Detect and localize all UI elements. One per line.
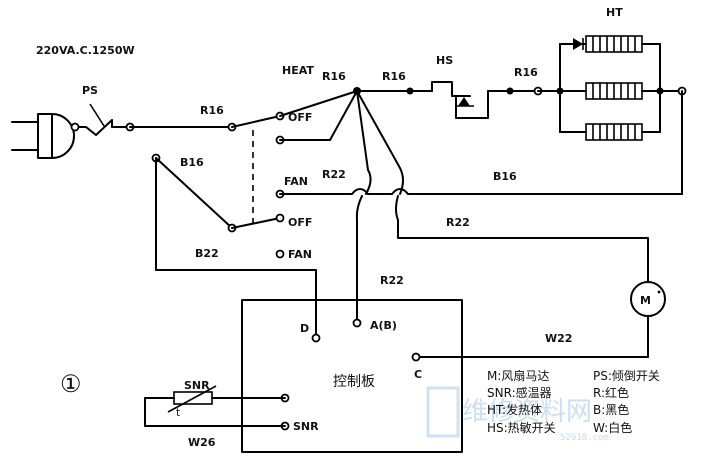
fan-motor: M: [630, 281, 666, 317]
legend-item: B:黑色: [593, 403, 629, 417]
legend-item: HT:发热体: [487, 402, 542, 417]
wire-label-r16-b: R16: [382, 70, 406, 83]
wire-label-b16-right: B16: [493, 170, 517, 183]
terminal-c-label: C: [414, 368, 422, 381]
legend-item: HS:热敏开关: [487, 420, 556, 435]
wire-label-r16-c: R16: [514, 66, 538, 79]
motor-label: M: [640, 294, 651, 307]
terminal-snr-label: SNR: [293, 420, 319, 433]
watermark-logo-icon: [426, 386, 460, 438]
switch-fan-bottom-label: FAN: [288, 248, 312, 261]
snr-label: SNR: [184, 379, 210, 392]
legend-item: SNR:感温器: [487, 385, 552, 400]
legend-item: W:白色: [593, 420, 632, 435]
control-board: [241, 299, 463, 453]
thermal-switch-hs: HS: [431, 54, 489, 119]
legend: M:风扇马达 SNR:感温器 HT:发热体 HS:热敏开关 PS:倾倒开关 R:…: [487, 368, 660, 435]
wire-label-r22-b: R22: [446, 216, 470, 229]
terminal-c: [411, 352, 421, 362]
ht-label: HT: [606, 6, 623, 19]
terminal-d-label: D: [300, 322, 309, 335]
wire-label-r22-a: R22: [322, 168, 346, 181]
heater-ht: HT: [556, 6, 664, 141]
switch-fan-top-label: FAN: [284, 175, 308, 188]
control-board-label: 控制板: [333, 374, 375, 390]
wire-label-b16-left: B16: [180, 156, 204, 169]
wire-label-r16-switch: R16: [200, 104, 224, 117]
legend-item: PS:倾倒开关: [593, 369, 660, 383]
hs-label: HS: [436, 54, 453, 67]
watermark-text: 维修资料网: [462, 397, 592, 427]
svg-text:t: t: [176, 407, 180, 419]
switch-off-bottom-label: OFF: [288, 216, 312, 229]
watermark: 维修资料网 52018.com: [426, 386, 609, 443]
legend-item: R:红色: [593, 385, 629, 400]
switch-off-top-label: OFF: [288, 111, 312, 124]
terminal-a-label: A(B): [370, 319, 397, 332]
wire-label-b22: B22: [195, 247, 219, 260]
wire-label-r22-c: R22: [380, 274, 404, 287]
wire-label-w22: W22: [545, 332, 572, 345]
watermark-url: 52018.com: [560, 433, 609, 443]
temperature-sensor-snr: SNR t W26: [144, 379, 286, 449]
power-rating-title: 220VA.C.1250W: [36, 44, 135, 57]
switch-heat-label: HEAT: [282, 64, 314, 77]
wire-label-r16-a: R16: [322, 70, 346, 83]
tilt-switch-ps: PS: [82, 84, 113, 136]
legend-item: M:风扇马达: [487, 368, 549, 383]
terminal-a: [352, 318, 362, 328]
power-plug-icon: [11, 113, 75, 159]
ps-label: PS: [82, 84, 98, 97]
wire-label-w26: W26: [188, 436, 216, 449]
figure-number: ①: [60, 370, 82, 398]
terminal-d: [311, 333, 321, 343]
